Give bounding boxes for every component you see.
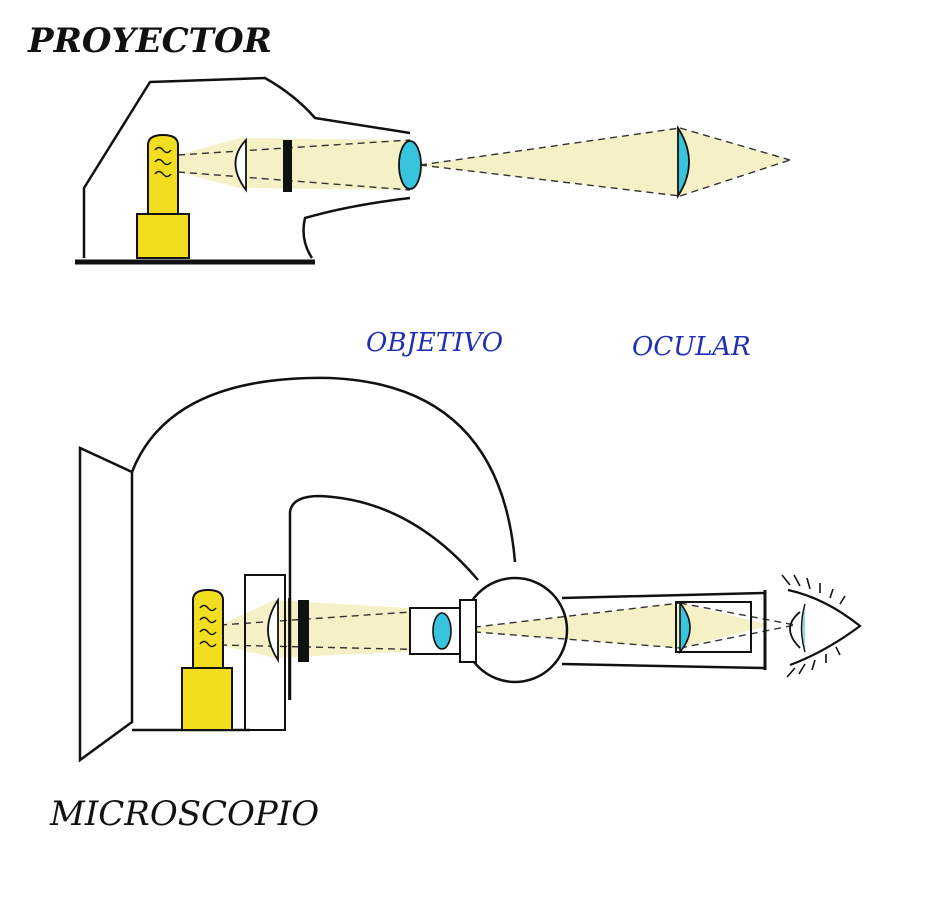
microscope-eyepiece-tube: [561, 591, 766, 670]
projector-beam-to-ocular: [420, 128, 680, 196]
microscope-ray: [679, 602, 796, 626]
projector-objective-lens: [398, 140, 422, 190]
projector-diagram: [75, 76, 791, 265]
microscope-objective-lens: [432, 612, 452, 650]
projector-beam-condenser: [178, 138, 240, 188]
microscope-ocular-lens: [679, 600, 691, 655]
title-microscopio: MICROSCOPIO: [49, 794, 319, 834]
microscope-diagram: [78, 376, 862, 763]
projector-ray: [419, 127, 681, 166]
title-proyector: PROYECTOR: [27, 21, 272, 61]
microscope-slide: [298, 600, 309, 662]
projector-slide: [283, 140, 292, 192]
microscope-beam-slide: [275, 600, 440, 658]
projector-beam-to-objective: [240, 138, 410, 190]
projector-ocular-lens: [677, 124, 690, 200]
microscope-beam-condenser: [220, 600, 275, 658]
label-ocular: OCULAR: [632, 332, 751, 362]
projector-beam-after-ocular: [680, 128, 790, 196]
microscope-nosepiece: [459, 599, 477, 663]
microscope-outer-arm: [130, 376, 517, 563]
microscope-condenser-lens: [267, 597, 279, 663]
projector-ray: [177, 139, 411, 156]
microscope-lamp: [181, 588, 233, 731]
microscope-ray: [679, 624, 796, 649]
projector-housing: [82, 76, 411, 259]
microscope-beam-tube: [450, 603, 770, 648]
projector-ray: [177, 171, 411, 191]
projector-ray: [419, 164, 681, 197]
microscope-base: [78, 446, 134, 763]
eye-icon: [781, 574, 862, 678]
microscope-inner-arm: [288, 494, 479, 700]
microscope-ray: [449, 629, 681, 649]
microscope-ray: [219, 609, 441, 626]
microscope-ray: [219, 644, 441, 651]
microscope-ocular-holder: [675, 601, 752, 653]
projector-ray: [679, 159, 791, 197]
label-objetivo: OBJETIVO: [366, 328, 503, 358]
projector-lamp: [136, 133, 190, 259]
microscope-stage-box: [244, 574, 286, 731]
microscope-ray: [449, 602, 681, 631]
projector-condenser-lens: [234, 137, 247, 193]
